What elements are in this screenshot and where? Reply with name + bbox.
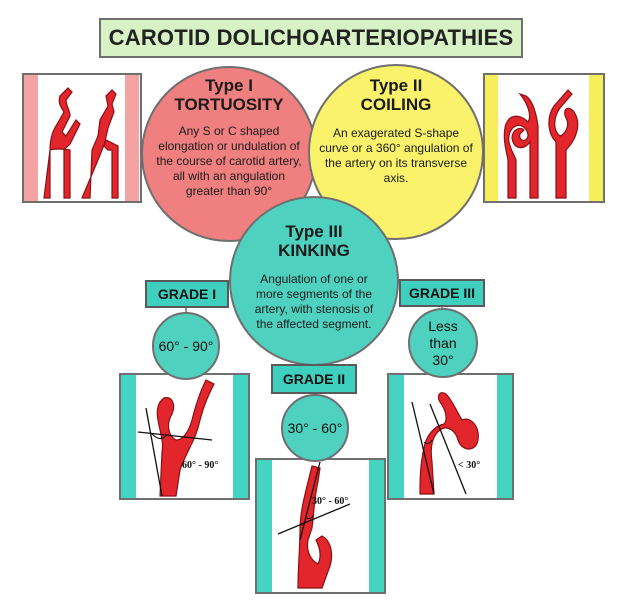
grade2-artery	[297, 465, 333, 589]
grade2-image-label: 30° - 60°	[312, 496, 349, 507]
grade2-label-box: GRADE II	[271, 364, 357, 394]
grade3-angle-circle: Less than 30°	[408, 308, 478, 378]
grade1-angle-line-b	[145, 407, 163, 497]
coiling-band-right	[589, 75, 603, 201]
grade3-angle-line-a	[411, 401, 435, 495]
tortuosity-band-right	[125, 75, 139, 201]
grade3-image-label: < 30°	[458, 460, 481, 471]
type3-name: KINKING	[278, 241, 350, 260]
tortuosity-panel-bg	[22, 73, 142, 203]
grade3-label-box: GRADE III	[399, 279, 485, 307]
type1-description: Any S or C shaped elongation or undulati…	[156, 124, 302, 198]
grade3-angle-line-b	[429, 403, 467, 495]
grade1-angle-circle: 60° - 90°	[152, 312, 220, 380]
type3-kinking-circle: Type III KINKING Angulation of one or mo…	[229, 196, 399, 366]
grade2-angle-arc	[305, 513, 315, 519]
coiling-artery-right	[548, 89, 579, 199]
coiling-panel-bg	[483, 73, 605, 203]
type2-description: An exagerated S-shape curve or a 360° an…	[319, 126, 473, 185]
type3-description: Angulation of one or more segments of th…	[254, 272, 374, 331]
grade3-artery	[419, 392, 479, 495]
grade2-angle-line-a	[277, 503, 351, 535]
tortuosity-artery-right	[81, 89, 119, 199]
grade2-band-right	[369, 460, 384, 592]
type1-tortuosity-circle: Type I TORTUOSITY Any S or C shaped elon…	[141, 66, 317, 242]
grade1-image-label: 60° - 90°	[182, 460, 219, 471]
coiling-artery-left	[503, 92, 539, 199]
type1-name: TORTUOSITY	[174, 95, 284, 114]
type3-heading: Type III	[285, 222, 343, 241]
grade2-angle-circle: 30° - 60°	[281, 394, 349, 462]
grade3-angle-arc	[423, 439, 433, 445]
grade1-band-left	[121, 375, 136, 498]
grade3-band-left	[389, 375, 404, 498]
grade1-angle-arc	[151, 433, 167, 440]
coiling-band-left	[485, 75, 498, 201]
grade3-panel-bg	[387, 373, 514, 500]
grade3-band-right	[497, 375, 512, 498]
grade2-angle-line-b	[299, 461, 321, 541]
type1-heading: Type I	[205, 76, 253, 95]
grade1-artery	[156, 379, 215, 497]
grade1-label-box: GRADE I	[145, 280, 229, 308]
grade1-band-right	[233, 375, 248, 498]
diagram-title: CAROTID DOLICHOARTERIOPATHIES	[99, 18, 523, 58]
grade2-band-left	[257, 460, 272, 592]
tortuosity-artery-left	[43, 87, 81, 199]
type2-heading: Type II	[369, 76, 423, 95]
tortuosity-band-left	[24, 75, 38, 201]
type2-name: COILING	[360, 95, 432, 114]
